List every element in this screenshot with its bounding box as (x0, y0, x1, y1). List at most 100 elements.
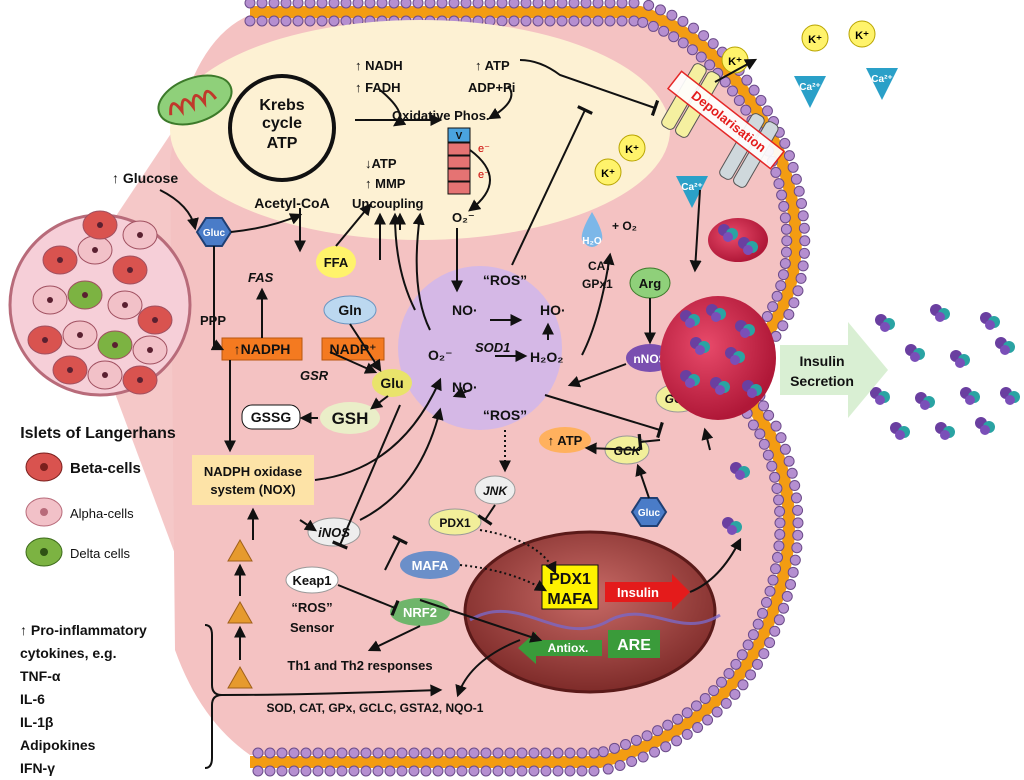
lipid-head (716, 676, 728, 688)
insulin-granule (980, 312, 1000, 330)
lipid-head (576, 765, 588, 777)
lipid-head (647, 20, 659, 32)
lipid-head (781, 235, 793, 247)
lipid-head (775, 432, 787, 444)
lipid-head (773, 178, 785, 190)
lipid-head (785, 578, 797, 590)
svg-text:K⁺: K⁺ (625, 144, 639, 156)
lipid-head (348, 765, 360, 777)
lipid-head (761, 105, 773, 117)
lipid-head (252, 747, 264, 759)
lipid-head (770, 563, 782, 575)
lipid-head (508, 0, 520, 9)
insulin-granule (706, 304, 726, 322)
nox-label-1: NADPH oxidase (204, 464, 302, 479)
lipid-head (540, 765, 552, 777)
lipid-head (776, 189, 788, 201)
lipid-head (797, 210, 809, 222)
insulin-gene-label: Insulin (617, 585, 659, 600)
lipid-head (504, 747, 516, 759)
lipid-head (798, 247, 810, 259)
lipid-head (544, 15, 556, 27)
nox-label-2: system (NOX) (210, 482, 295, 497)
lipid-head (608, 742, 620, 754)
lipid-head (783, 150, 795, 162)
arg-label: Arg (639, 276, 661, 291)
lipid-head (779, 257, 791, 269)
islet-zoom-wedge (110, 15, 250, 755)
krebs-label-1: Krebs (259, 97, 304, 114)
lipid-head (580, 15, 592, 27)
lipid-head (699, 692, 711, 704)
lipid-head (704, 59, 716, 71)
gpx1-label: GPx1 (582, 277, 613, 291)
lipid-head (288, 765, 300, 777)
lipid-head (616, 0, 628, 9)
lipid-head (792, 517, 804, 529)
lipid-head (264, 747, 276, 759)
lipid-head (328, 0, 340, 9)
lipid-head (312, 747, 324, 759)
insulin-granule (975, 417, 995, 435)
cytokine-line-5: IL-1β (20, 714, 54, 730)
islet-cell (77, 235, 113, 265)
lipid-head (783, 308, 795, 320)
lipid-head (580, 0, 592, 9)
lipid-head (775, 280, 787, 292)
lipid-head (602, 763, 614, 775)
lipid-head (460, 0, 472, 9)
lipid-head (288, 747, 300, 759)
secretion-label-2: Secretion (790, 373, 854, 389)
islet-cell (52, 355, 88, 385)
legend-beta-icon (25, 452, 63, 482)
insulin-granule (730, 462, 750, 480)
islet-cell (132, 335, 168, 365)
lipid-head (741, 74, 753, 86)
lipid-head (592, 15, 604, 27)
lipid-head (792, 529, 804, 541)
lipid-head (304, 15, 316, 27)
lipid-head (614, 759, 626, 771)
islet-cells (27, 210, 173, 395)
lipid-head (761, 596, 773, 608)
insulin-granule (905, 344, 925, 362)
lipid-head (758, 648, 770, 660)
legend-alpha-icon (25, 497, 63, 527)
lipid-head (773, 614, 785, 626)
lipid-head (304, 0, 316, 9)
complex-v-label: V (456, 131, 463, 142)
lipid-head (528, 747, 540, 759)
pdx1-small-label: PDX1 (439, 516, 471, 530)
lipid-head (786, 467, 798, 479)
gluc-label-2: Gluc (638, 508, 661, 519)
lipid-head (252, 765, 264, 777)
krebs-atp: ATP (267, 135, 298, 152)
lipid-head (748, 84, 760, 96)
lipid-head (766, 460, 778, 472)
lipid-head (484, 0, 496, 9)
lipid-head (496, 0, 508, 9)
pathway-arrow (452, 386, 471, 399)
lipid-head (787, 161, 799, 173)
lipid-head (742, 639, 754, 651)
insulin-granule (735, 320, 755, 338)
ros-sensor-1: “ROS” (291, 600, 332, 615)
insulin-granule (960, 387, 980, 405)
lipid-head (328, 15, 340, 27)
lipid-head (532, 15, 544, 27)
mafa-nuclear: MAFA (547, 591, 593, 608)
lipid-head (792, 504, 804, 516)
lipid-head (652, 725, 664, 737)
lipid-head (798, 222, 810, 234)
electron-1: e⁻ (478, 143, 490, 155)
lipid-head (790, 492, 802, 504)
lipid-head (244, 15, 256, 27)
lipid-head (799, 235, 811, 247)
lipid-head (436, 0, 448, 9)
lipid-head (757, 607, 769, 619)
lipid-head (552, 765, 564, 777)
pathway-arrow (337, 584, 400, 617)
pathway-arrow (230, 213, 303, 233)
lipid-head (783, 455, 795, 467)
lipid-head (730, 658, 742, 670)
